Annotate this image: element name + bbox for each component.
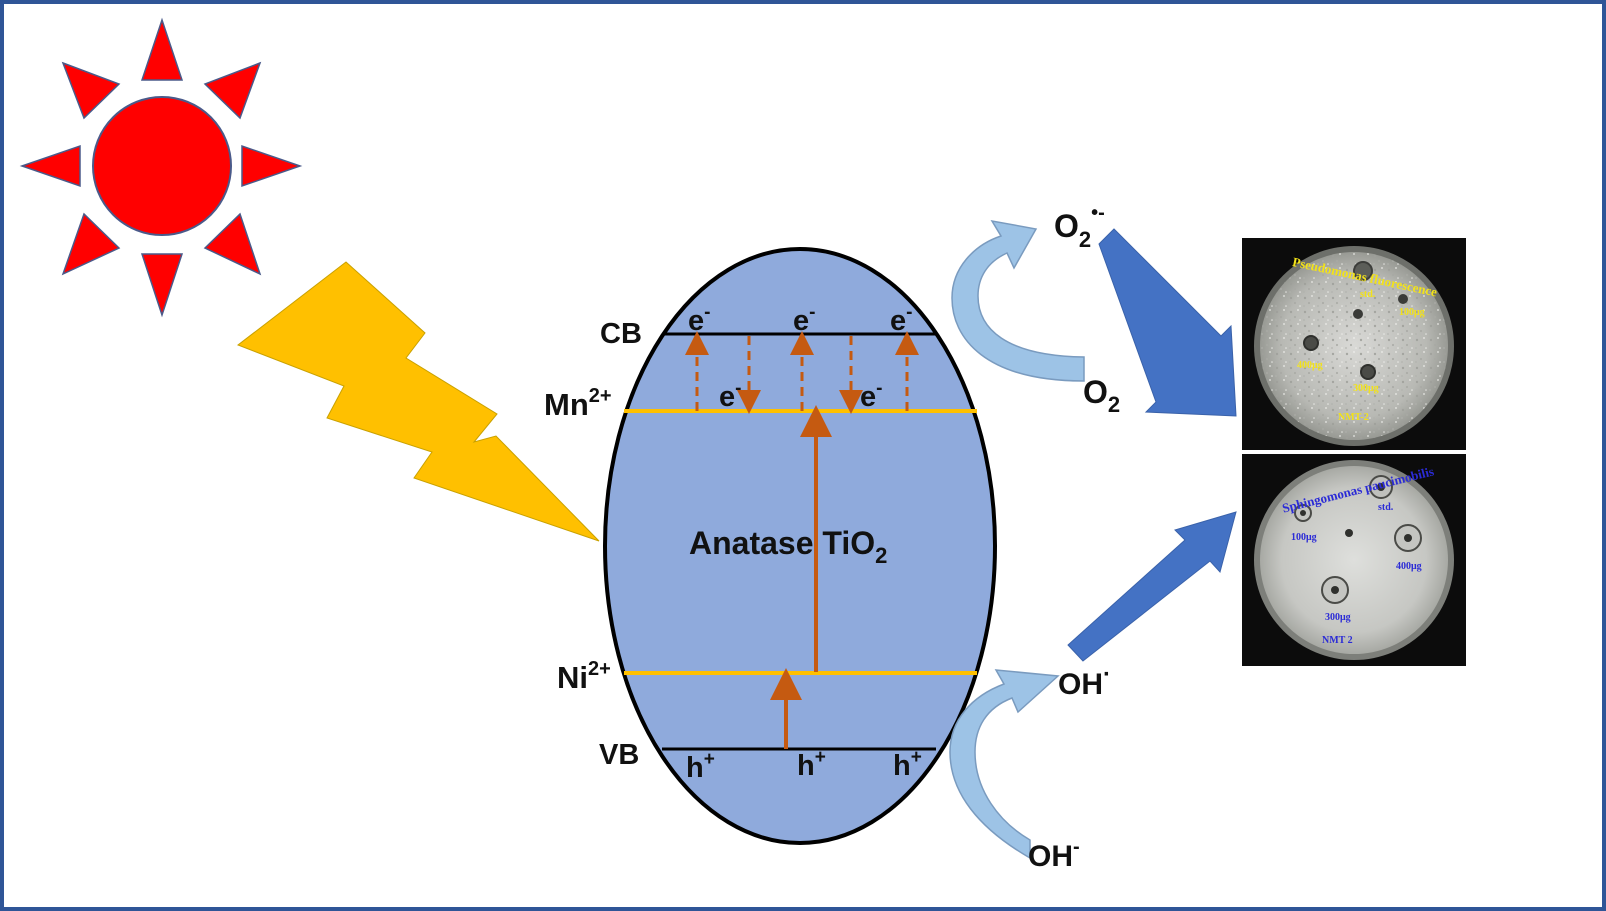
superoxide-label: O2•- [1054,202,1105,252]
curved-arrow-oxygen-reduction [951,219,1085,382]
arrow-hydroxyl-to-plate [1067,511,1237,662]
plate-top-300: 300μg [1353,383,1379,394]
cb-label: CB [600,318,642,350]
plate-top-std: std. [1360,289,1376,300]
electron-mn-2: e- [860,378,882,413]
sun-icon [19,17,303,318]
plate-bottom-std: std. [1378,502,1394,513]
electron-transitions [685,331,919,414]
hole-vb-2: h+ [797,747,826,782]
electron-cb-3: e- [890,302,912,337]
hole-vb-3: h+ [893,747,922,782]
mn-label: Mn2+ [544,385,612,422]
plate-bottom-300: 300μg [1325,612,1351,623]
hydroxide-label: OH- [1028,836,1080,873]
arrow-superoxide-to-plate [1098,228,1237,417]
plate-top-400: 400μg [1297,360,1323,371]
electron-mn-1: e- [719,378,741,413]
ni-label: Ni2+ [557,658,611,695]
hole-vb-1: h+ [686,749,715,784]
semiconductor-label: Anatase TiO2 [689,525,887,568]
plate-bottom-400: 400μg [1396,561,1422,572]
electron-cb-2: e- [793,302,815,337]
electron-cb-1: e- [688,302,710,337]
oxygen-label: O2 [1083,374,1120,417]
plate-bottom-code: NMT 2 [1322,635,1353,646]
vb-label: VB [599,739,639,771]
plate-sphingomonas: Sphingomonas paucimobilis std. 100μg 400… [1242,454,1466,666]
plate-top-100: 100μg [1399,307,1425,318]
plate-bottom-100: 100μg [1291,532,1317,543]
lightning-bolt-icon [236,261,600,542]
tio2-particle [603,247,997,845]
plate-top-code: NMT-2 [1338,412,1369,423]
curved-arrow-hydroxyl-oxidation [949,669,1060,860]
plate-pseudomonas: Pseudomonas fluorescence std. 100μg 400μ… [1242,238,1466,450]
hydroxyl-radical-label: OH· [1058,661,1111,701]
